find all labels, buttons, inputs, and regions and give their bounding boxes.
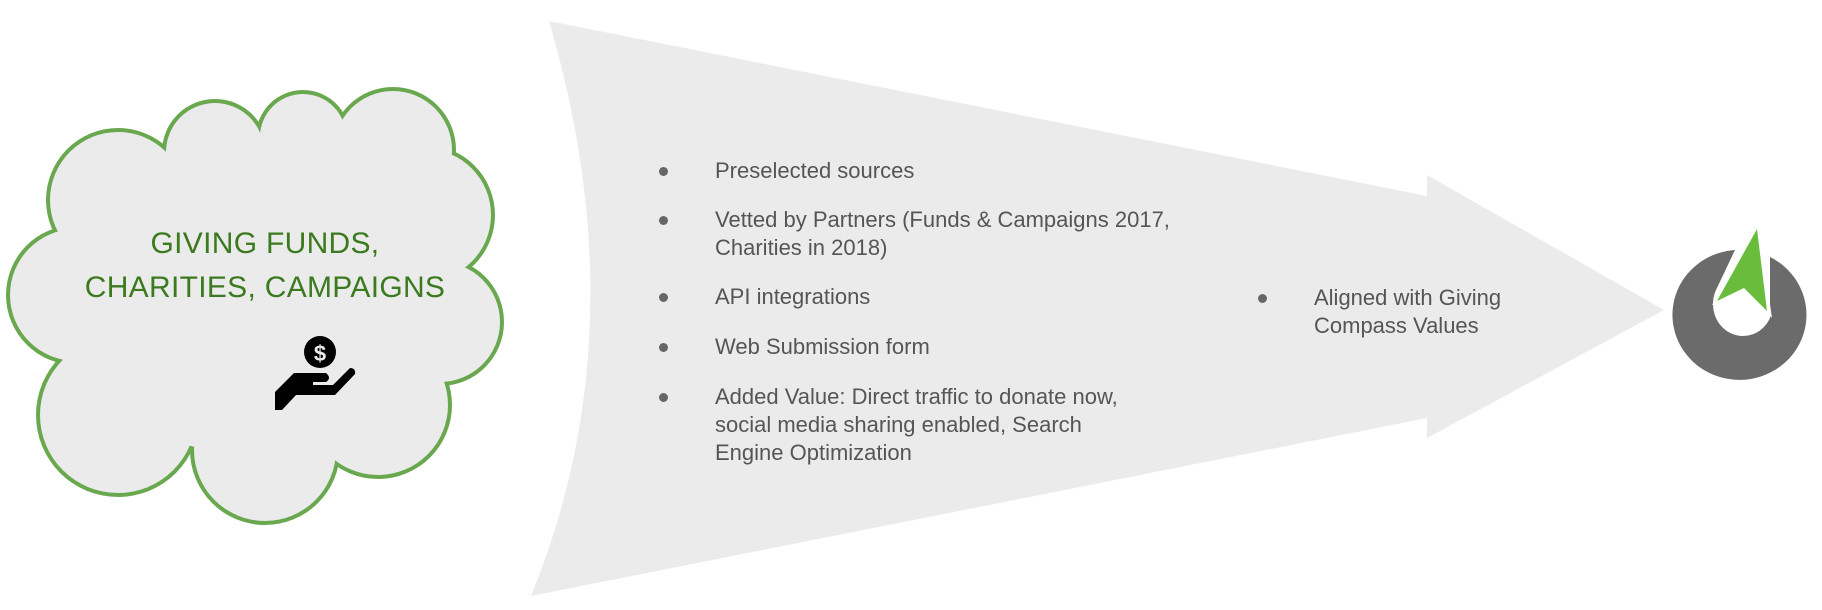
right-list-item: Aligned with Giving Compass Values xyxy=(1258,284,1554,340)
cloud-title-line-2: CHARITIES, CAMPAIGNS xyxy=(84,271,446,304)
hand-holding-dollar-icon: $ xyxy=(275,336,356,410)
funnel-arrow-shape xyxy=(531,21,1664,596)
svg-text:$: $ xyxy=(314,341,326,366)
bullet-icon xyxy=(659,393,668,402)
cloud-shape xyxy=(6,87,504,525)
bullet-icon xyxy=(659,293,668,302)
list-item-text: Preselected sources xyxy=(715,158,915,183)
list-item: Added Value: Direct traffic to donate no… xyxy=(659,383,1155,467)
bullet-icon xyxy=(659,167,668,176)
list-item-text: Added Value: Direct traffic to donate no… xyxy=(715,384,1118,465)
list-item: Vetted by Partners (Funds & Campaigns 20… xyxy=(659,206,1195,262)
right-list-item-text: Aligned with Giving Compass Values xyxy=(1314,285,1502,338)
bullet-icon xyxy=(1258,294,1267,303)
cloud-title: GIVING FUNDS, CHARITIES, CAMPAIGNS xyxy=(60,222,470,310)
list-item: Preselected sources xyxy=(659,157,1195,185)
bullet-icon xyxy=(659,216,668,225)
bullet-icon xyxy=(659,343,668,352)
list-item: Web Submission form xyxy=(659,333,1195,361)
list-item-text: API integrations xyxy=(715,284,871,309)
list-item: API integrations xyxy=(659,283,1195,311)
list-item-text: Web Submission form xyxy=(715,334,930,359)
cloud-title-line-1: GIVING FUNDS, xyxy=(150,227,380,260)
giving-compass-logo-icon xyxy=(1672,222,1807,380)
list-item-text: Vetted by Partners (Funds & Campaigns 20… xyxy=(715,207,1170,260)
